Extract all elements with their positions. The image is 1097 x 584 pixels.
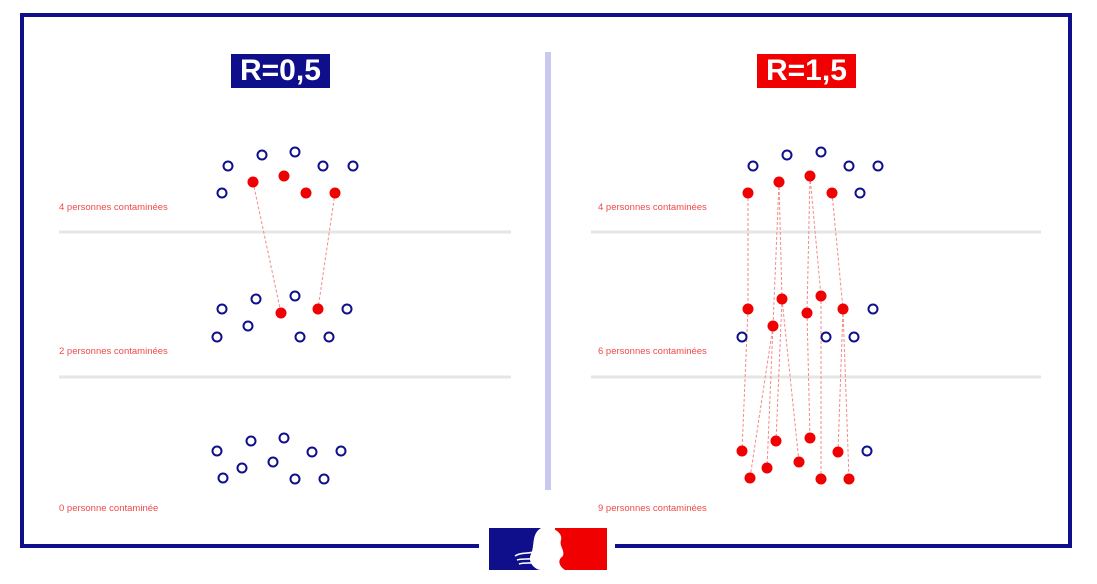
- right-infected-person: [826, 187, 838, 199]
- right-infected-person: [804, 432, 816, 444]
- right-contamination-link: [775, 298, 783, 442]
- left-healthy-person: [250, 293, 262, 305]
- right-contamination-link: [781, 298, 800, 463]
- left-healthy-person: [211, 331, 223, 343]
- right-row1-label: 4 personnes contaminées: [598, 202, 707, 213]
- right-infected-person: [767, 320, 779, 332]
- marianne-logo: [479, 526, 615, 571]
- left-infected-person: [312, 303, 324, 315]
- right-contamination-link: [749, 325, 774, 479]
- left-healthy-person: [236, 462, 248, 474]
- left-healthy-person: [341, 303, 353, 315]
- right-row2-label: 6 personnes contaminées: [598, 346, 707, 357]
- left-healthy-person: [216, 187, 228, 199]
- left-healthy-person: [289, 290, 301, 302]
- right-healthy-person: [747, 160, 759, 172]
- left-healthy-person: [289, 146, 301, 158]
- right-infected-person: [761, 462, 773, 474]
- right-infected-person: [744, 472, 756, 484]
- right-healthy-person: [820, 331, 832, 343]
- left-healthy-person: [245, 435, 257, 447]
- left-healthy-person: [256, 149, 268, 161]
- right-infected-person: [832, 446, 844, 458]
- right-healthy-person: [854, 187, 866, 199]
- right-row3-label: 9 personnes contaminées: [598, 503, 707, 514]
- left-healthy-person: [216, 303, 228, 315]
- left-healthy-person: [242, 320, 254, 332]
- right-infected-person: [843, 473, 855, 485]
- left-row3-label: 0 personne contaminée: [59, 503, 159, 514]
- right-infected-person: [776, 293, 788, 305]
- right-infected-person: [815, 290, 827, 302]
- right-contamination-link: [831, 192, 844, 310]
- left-healthy-person: [222, 160, 234, 172]
- left-healthy-person: [347, 160, 359, 172]
- right-infected-person: [770, 435, 782, 447]
- left-contamination-link: [317, 192, 336, 310]
- right-infected-person: [815, 473, 827, 485]
- right-contamination-link: [778, 181, 783, 300]
- right-healthy-person: [815, 146, 827, 158]
- left-infected-person: [329, 187, 341, 199]
- right-contamination-link: [806, 175, 811, 314]
- left-healthy-person: [211, 445, 223, 457]
- right-healthy-person: [848, 331, 860, 343]
- right-infected-person: [801, 307, 813, 319]
- right-infected-person: [742, 303, 754, 315]
- left-infected-person: [278, 170, 290, 182]
- right-infected-person: [804, 170, 816, 182]
- left-row1-label: 4 personnes contaminées: [59, 202, 168, 213]
- left-healthy-person: [318, 473, 330, 485]
- left-healthy-person: [317, 160, 329, 172]
- left-healthy-person: [289, 473, 301, 485]
- right-infected-person: [793, 456, 805, 468]
- left-healthy-person: [294, 331, 306, 343]
- right-healthy-person: [843, 160, 855, 172]
- right-contamination-link: [741, 308, 749, 452]
- right-contamination-link: [837, 308, 844, 453]
- left-healthy-person: [323, 331, 335, 343]
- right-healthy-person: [736, 331, 748, 343]
- left-healthy-person: [306, 446, 318, 458]
- left-infected-person: [300, 187, 312, 199]
- left-infected-person: [275, 307, 287, 319]
- right-contamination-link: [806, 312, 811, 439]
- left-infected-person: [247, 176, 259, 188]
- right-contamination-link: [842, 308, 850, 480]
- left-healthy-person: [335, 445, 347, 457]
- right-title-r-1-5: R=1,5: [757, 54, 856, 88]
- right-healthy-person: [781, 149, 793, 161]
- right-healthy-person: [872, 160, 884, 172]
- right-healthy-person: [861, 445, 873, 457]
- left-title-r-0-5: R=0,5: [231, 54, 330, 88]
- right-contamination-link: [809, 175, 822, 297]
- right-infected-person: [837, 303, 849, 315]
- left-healthy-person: [267, 456, 279, 468]
- right-infected-person: [742, 187, 754, 199]
- right-infected-person: [736, 445, 748, 457]
- right-contamination-link: [766, 325, 774, 469]
- left-row2-label: 2 personnes contaminées: [59, 346, 168, 357]
- right-contamination-link: [772, 181, 780, 327]
- left-contamination-link: [252, 181, 282, 314]
- right-healthy-person: [867, 303, 879, 315]
- right-infected-person: [773, 176, 785, 188]
- left-healthy-person: [278, 432, 290, 444]
- left-healthy-person: [217, 472, 229, 484]
